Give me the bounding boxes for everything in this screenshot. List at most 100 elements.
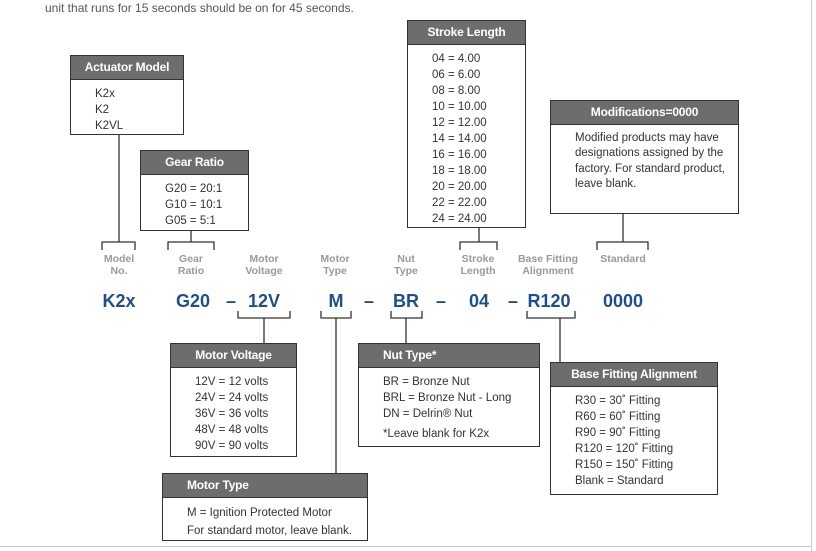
list-item: BR = Bronze Nut (383, 376, 470, 388)
field-label-line: Ratio (177, 265, 205, 277)
bracket-base (526, 311, 576, 362)
motor-voltage-box: Motor Voltage 12V = 12 volts 24V = 24 vol… (170, 343, 297, 457)
list-item: R60 = 60˚ Fitting (575, 411, 661, 423)
list-item: 48V = 48 volts (195, 424, 269, 436)
list-item: R120 = 120˚ Fitting (575, 443, 674, 455)
list-item: 24V = 24 volts (195, 392, 269, 404)
field-label-line: Gear (179, 253, 203, 265)
base-fitting-box: Base Fitting Alignment R30 = 30˚ Fitting… (550, 362, 718, 495)
separator-dash: – (435, 291, 446, 311)
list-item: DN = Delrin® Nut (383, 408, 473, 420)
box-title: Base Fitting Alignment (551, 363, 717, 387)
code-segment: R120 (527, 291, 571, 311)
list-item: G20 = 20:1 (165, 183, 223, 195)
motor-type-box: Motor Type M = Ignition Protected Motor … (162, 473, 368, 541)
list-item: 14 = 14.00 (432, 133, 487, 145)
code-segment: 0000 (602, 291, 644, 311)
list-item: 10 = 10.00 (432, 101, 487, 113)
list-item: 18 = 18.00 (432, 165, 487, 177)
box-title: Motor Voltage (171, 344, 296, 368)
field-label-line: Motor (249, 253, 279, 265)
code-segment: 12V (247, 291, 281, 311)
intro-text: unit that runs for 15 seconds should be … (45, 1, 354, 15)
bracket-motor-type (320, 311, 352, 473)
field-label-line: Type (323, 265, 347, 277)
code-segment: G20 (175, 291, 211, 311)
field-label-line: Type (394, 265, 418, 277)
field-label-line: Alignment (522, 265, 574, 277)
separator-dash: – (363, 291, 374, 311)
list-item: 90V = 90 volts (195, 440, 269, 452)
scrollbar-edge (811, 0, 812, 551)
bracket-standard (596, 213, 649, 250)
list-item: K2x (95, 88, 115, 100)
field-label-line (588, 265, 658, 277)
list-item: 08 = 8.00 (432, 85, 481, 97)
modifications-text: Modified products may have designations … (575, 132, 725, 190)
field-label-line: Stroke (461, 253, 495, 265)
list-item: 06 = 6.00 (432, 69, 481, 81)
bracket-voltage (237, 311, 291, 343)
bracket-gear (167, 230, 215, 250)
bracket-model (101, 134, 136, 250)
list-item: R90 = 90˚ Fitting (575, 427, 661, 439)
list-item: For standard motor, leave blank. (187, 525, 352, 537)
list-item: 22 = 22.00 (432, 197, 487, 209)
gear-ratio-box: Gear Ratio G20 = 20:1 G10 = 10:1 G05 = 5… (140, 150, 249, 231)
list-item: R150 = 150˚ Fitting (575, 459, 674, 471)
nut-type-box: Nut Type* BR = Bronze Nut BRL = Bronze N… (358, 343, 540, 447)
field-label-line: Length (460, 265, 496, 277)
list-item: Blank = Standard (575, 475, 664, 487)
nut-note: *Leave blank for K2x (383, 428, 490, 440)
list-item: BRL = Bronze Nut - Long (383, 392, 512, 404)
box-title: Gear Ratio (141, 151, 248, 175)
field-label: Standard (588, 253, 658, 277)
field-label-line: Nut (397, 253, 415, 265)
field-label-line: Base Fitting (517, 253, 579, 265)
list-item: 12 = 12.00 (432, 117, 487, 129)
list-item: G10 = 10:1 (165, 199, 223, 211)
bracket-stroke (459, 227, 498, 250)
list-item: 36V = 36 volts (195, 408, 269, 420)
field-label-line: Motor (320, 253, 350, 265)
list-item: K2 (95, 104, 110, 116)
box-title: Motor Type (163, 474, 367, 498)
box-title: Actuator Model (71, 56, 183, 80)
list-item: G05 = 5:1 (165, 215, 216, 227)
separator-dash: – (507, 291, 518, 311)
field-label-line: Model (103, 253, 135, 265)
code-segment: 04 (468, 291, 490, 311)
box-title: Modifications=0000 (551, 101, 738, 125)
field-label-line: No. (110, 265, 128, 277)
list-item: M = Ignition Protected Motor (187, 507, 332, 519)
code-segment: M (328, 291, 344, 311)
list-item: 04 = 4.00 (432, 53, 481, 65)
stroke-length-box: Stroke Length 04 = 4.00 06 = 6.00 08 = 8.0… (407, 20, 526, 228)
list-item: 12V = 12 volts (195, 376, 269, 388)
code-segment: K2x (102, 291, 136, 311)
actuator-model-box: Actuator Model K2x K2 K2VL (70, 55, 184, 135)
modifications-box: Modifications=0000 Modified products may… (550, 100, 739, 214)
box-title: Stroke Length (408, 21, 525, 45)
bracket-nut (390, 311, 423, 343)
code-segment: BR (393, 291, 419, 311)
list-item: 16 = 16.00 (432, 149, 487, 161)
list-item: R30 = 30˚ Fitting (575, 395, 661, 407)
field-label-line: Standard (600, 253, 646, 265)
box-title: Nut Type* (359, 344, 539, 368)
list-item: K2VL (95, 120, 124, 132)
field-label-line: Voltage (245, 265, 283, 277)
list-item: 24 = 24.00 (432, 213, 487, 225)
list-item: 20 = 20.00 (432, 181, 487, 193)
separator-dash: – (225, 291, 236, 311)
page-bottom-edge (0, 546, 811, 547)
